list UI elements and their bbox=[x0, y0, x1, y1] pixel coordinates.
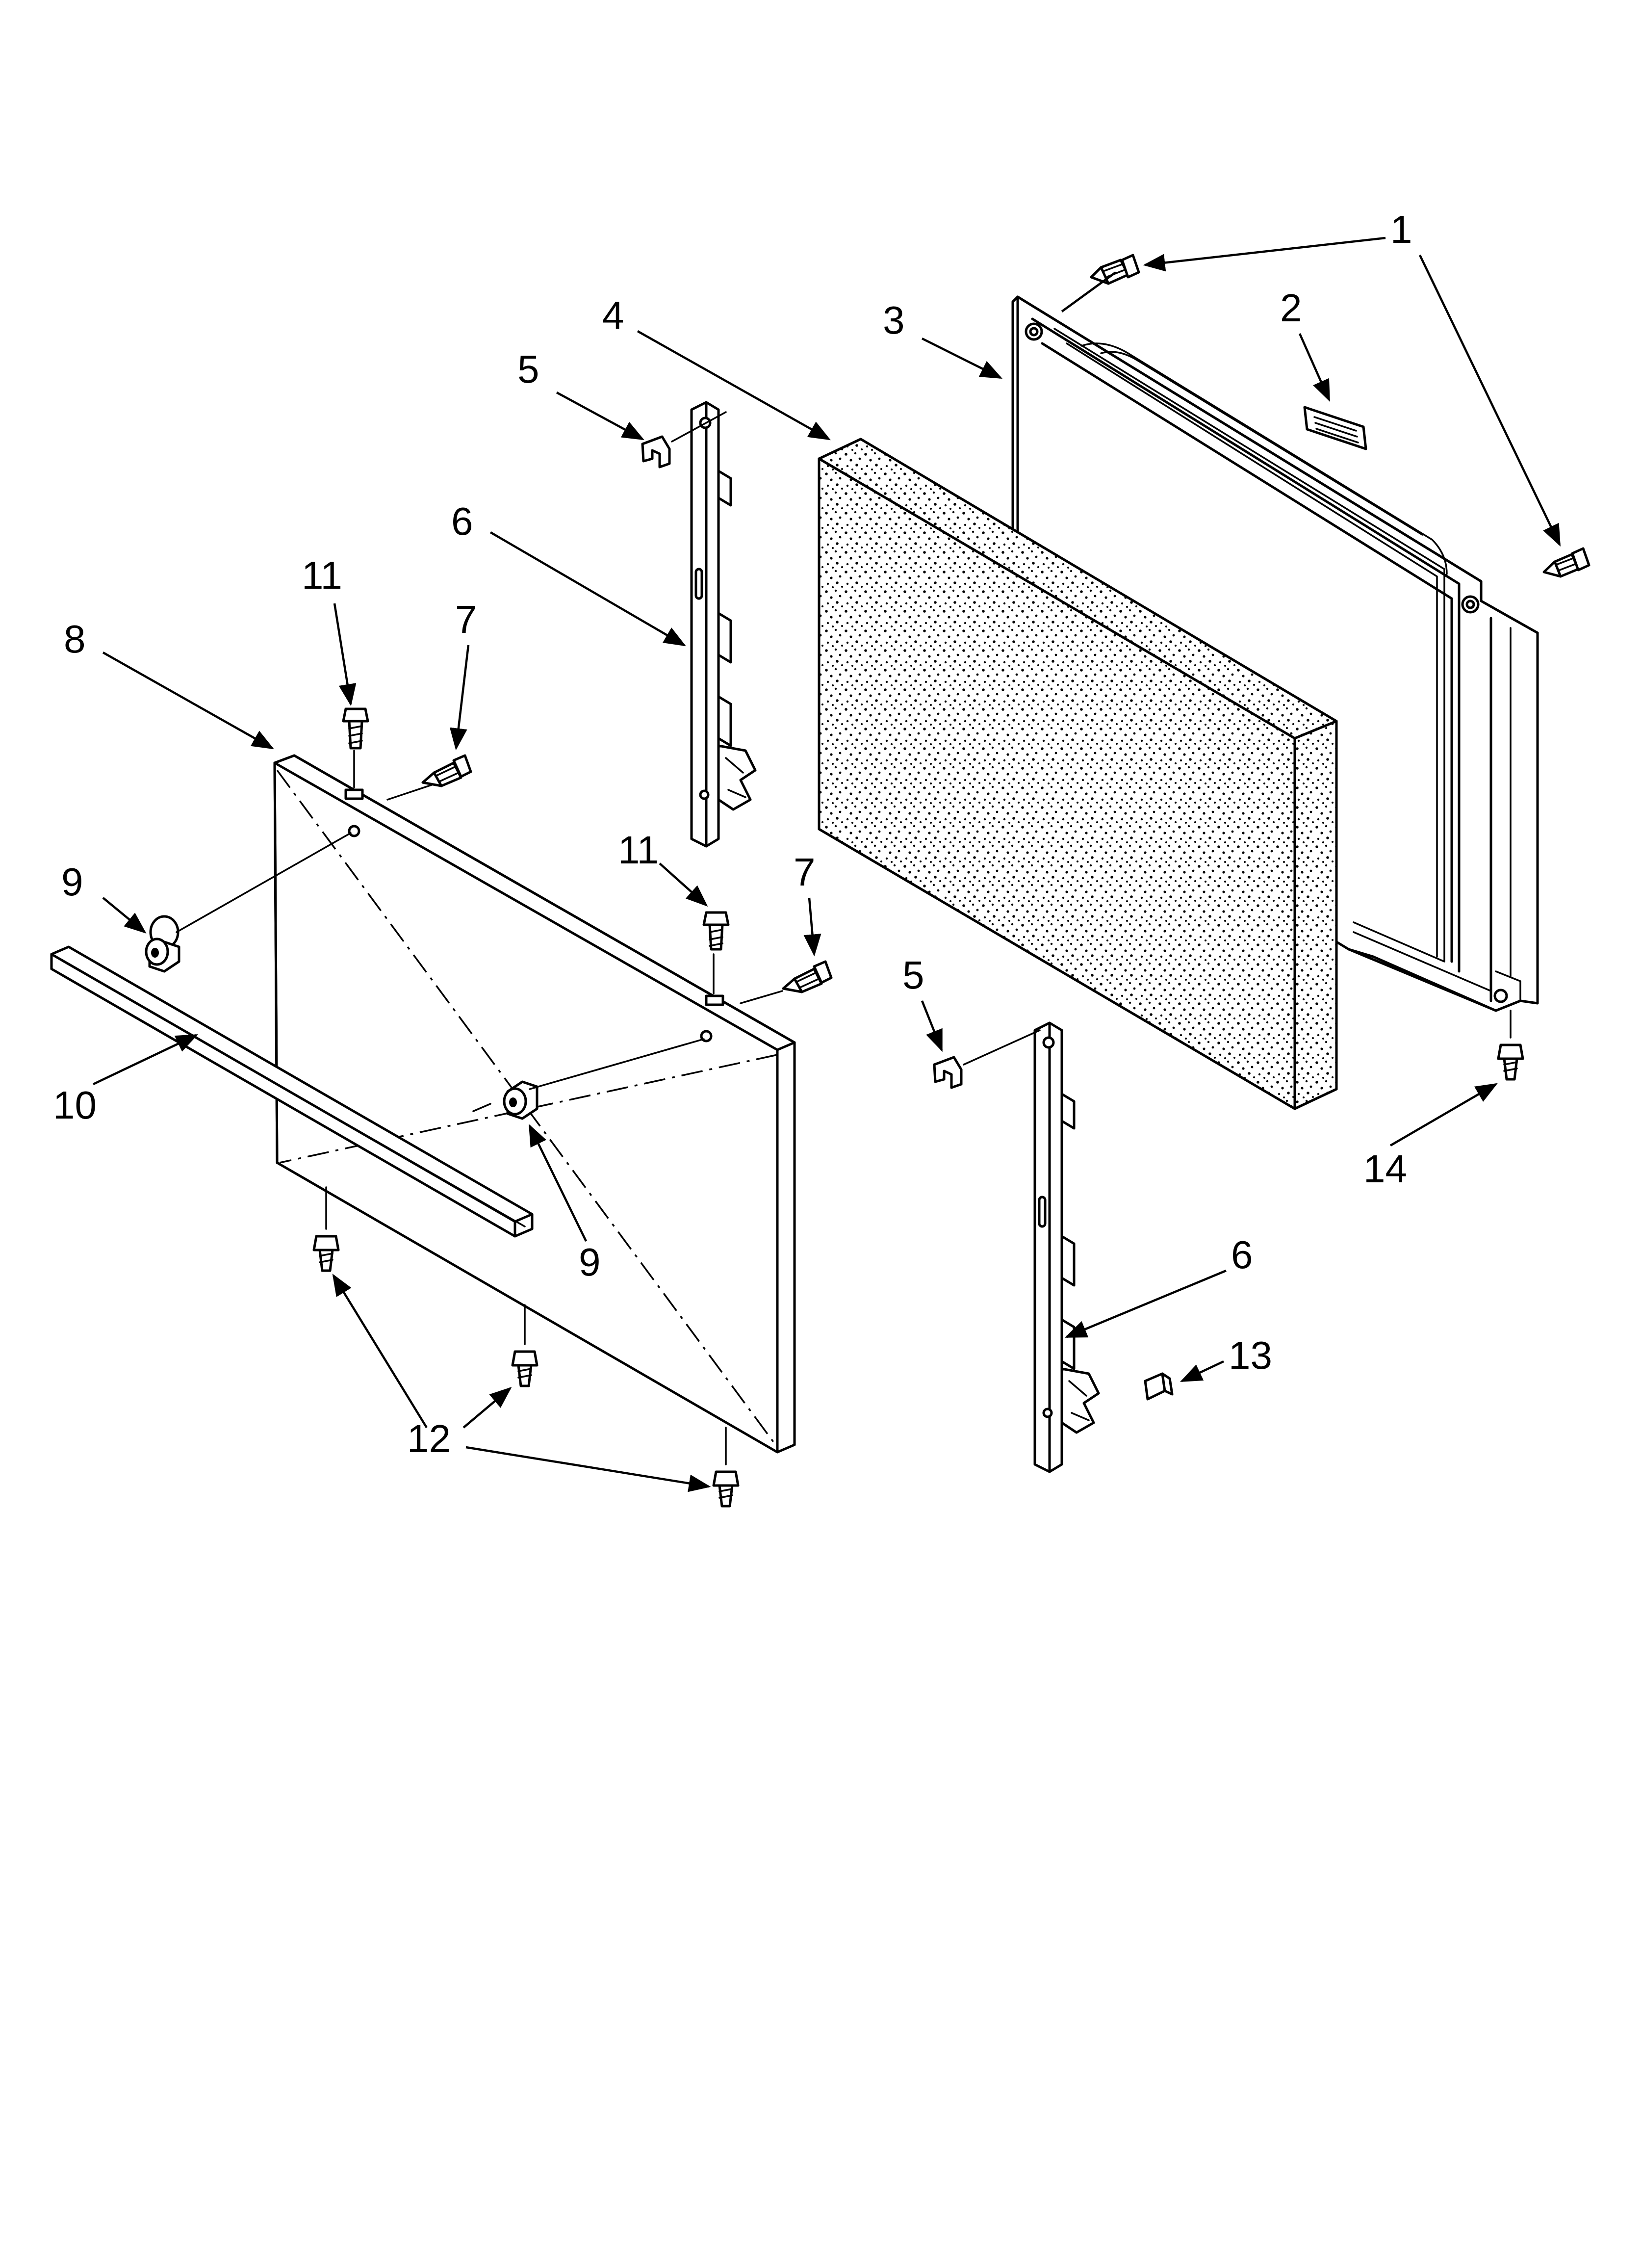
small-clip bbox=[1144, 1372, 1174, 1401]
callout-8: 8 bbox=[64, 617, 86, 661]
screw-icon bbox=[702, 911, 730, 951]
callout-10: 10 bbox=[53, 1083, 97, 1127]
screw-icon bbox=[421, 754, 472, 787]
callout-5-lower: 5 bbox=[902, 953, 924, 997]
leader-lines bbox=[93, 236, 1561, 1492]
callout-11-upper: 11 bbox=[302, 553, 342, 597]
callout-4: 4 bbox=[602, 293, 624, 337]
label-plate bbox=[1303, 406, 1367, 450]
screw-icon bbox=[342, 707, 369, 750]
screw-icon bbox=[1497, 1043, 1524, 1081]
callout-7-lower: 7 bbox=[794, 850, 816, 894]
callout-14: 14 bbox=[1363, 1147, 1407, 1191]
callout-12: 12 bbox=[407, 1417, 451, 1460]
callout-5-upper: 5 bbox=[517, 347, 539, 391]
door-hinge-left bbox=[690, 401, 757, 848]
callout-13: 13 bbox=[1229, 1333, 1272, 1377]
screw-icon bbox=[782, 960, 833, 993]
screw-icon bbox=[511, 1350, 539, 1387]
callout-9-left: 9 bbox=[61, 860, 83, 904]
callout-1: 1 bbox=[1390, 208, 1412, 251]
callout-11-lower: 11 bbox=[618, 828, 659, 872]
callout-9-right: 9 bbox=[579, 1240, 601, 1284]
callout-6-lower: 6 bbox=[1231, 1233, 1253, 1277]
alignment-lines bbox=[176, 411, 1512, 1465]
callout-3: 3 bbox=[883, 298, 905, 342]
screw-icon bbox=[712, 1470, 740, 1508]
screw-icon bbox=[1090, 254, 1140, 285]
spacer-bushing bbox=[145, 915, 180, 973]
handle-trim bbox=[50, 945, 534, 1238]
callout-7-upper: 7 bbox=[455, 598, 477, 641]
door-insulation bbox=[818, 438, 1338, 1110]
callout-6-upper: 6 bbox=[451, 499, 473, 543]
callout-2: 2 bbox=[1280, 286, 1302, 330]
screw-icon bbox=[1542, 547, 1591, 578]
door-hinge-right bbox=[1033, 1021, 1100, 1473]
door-liner-frame bbox=[1011, 295, 1539, 1012]
hinge-clip bbox=[933, 1056, 963, 1089]
spacer-bushing bbox=[503, 1080, 539, 1120]
screw-icon bbox=[312, 1235, 340, 1272]
hinge-clip bbox=[641, 435, 671, 469]
